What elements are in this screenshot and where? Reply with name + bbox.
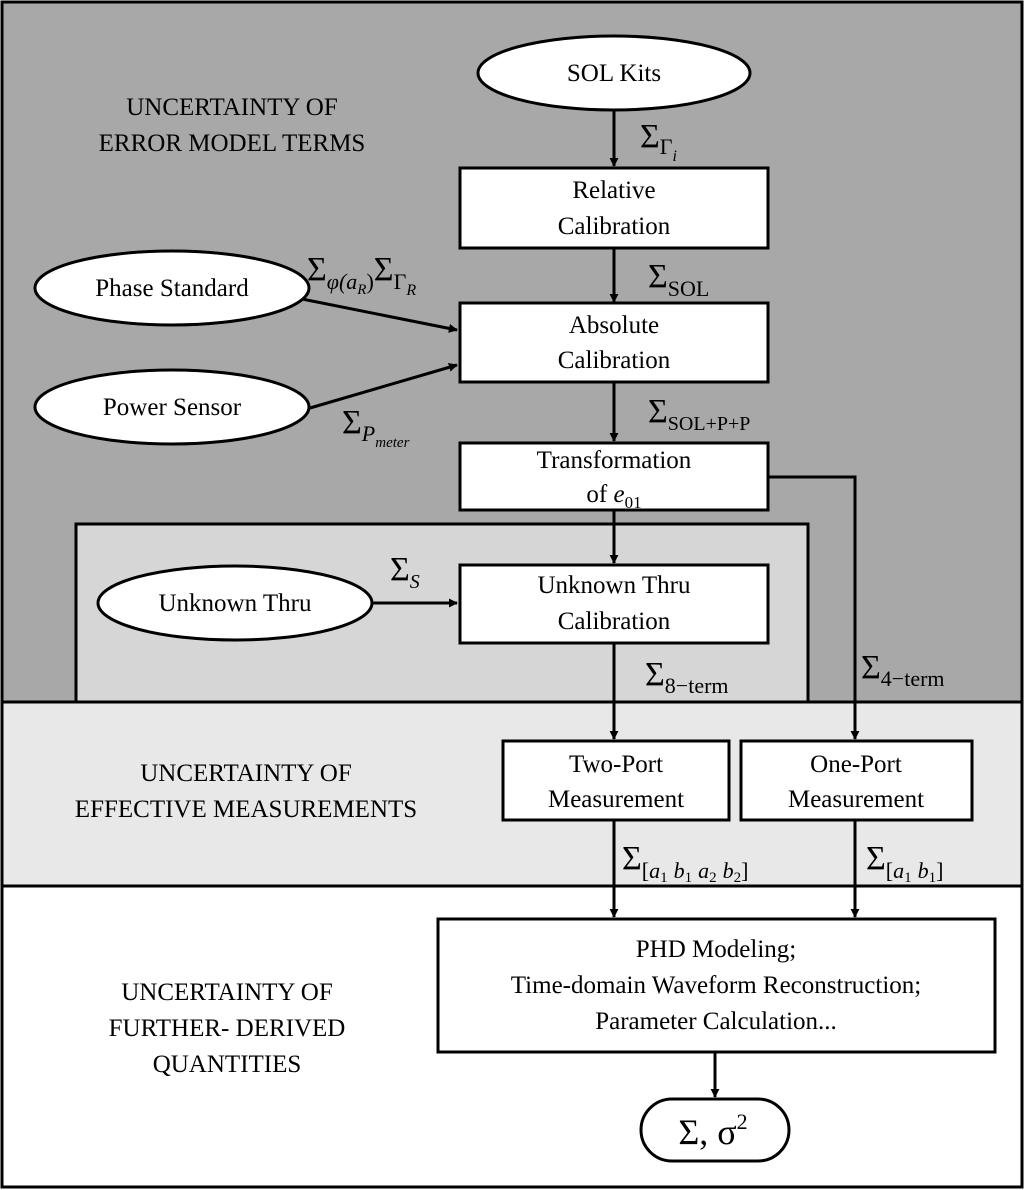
edge-label-8-term: Σ8−term <box>645 656 729 698</box>
source-power-sensor: Power Sensor <box>33 368 311 446</box>
source-phase-standard-label: Phase Standard <box>95 275 249 302</box>
unknown-thru-cal-line2: Calibration <box>558 608 671 635</box>
output-symbol: Σ, σ <box>678 1112 736 1152</box>
phd-line3: Parameter Calculation... <box>595 1008 837 1035</box>
phi-close: ) <box>366 269 373 294</box>
source-unknown-thru: Unknown Thru <box>96 564 374 642</box>
process-relative-calibration: Relative Calibration <box>458 166 770 250</box>
transformation-var: e <box>613 481 624 508</box>
phi-term: φ(a <box>327 269 358 294</box>
gamma-sub: i <box>673 148 677 165</box>
sigma-symbol: Σ <box>648 258 668 295</box>
two-port-line1: Two-Port <box>569 751 663 778</box>
bracket-close: ] <box>741 858 748 883</box>
sol-sub: SOL <box>668 276 710 301</box>
phi-sub: R <box>356 282 366 298</box>
process-transformation: Transformation of e01 <box>458 441 770 512</box>
relative-calibration-line1: Relative <box>572 177 655 204</box>
region-label-effective-line2: EFFECTIVE MEASUREMENTS <box>75 796 417 823</box>
source-sol-kits: SOL Kits <box>476 34 752 112</box>
wave-a1-sub: 1 <box>904 870 912 886</box>
unknown-thru-cal-line1: Unknown Thru <box>537 572 691 599</box>
one-port-line1: One-Port <box>810 751 902 778</box>
wave-b1-sub: 1 <box>685 870 693 886</box>
sigma-symbol: Σ <box>861 649 881 686</box>
wave-a1: a <box>649 858 660 883</box>
sigma-symbol: Σ <box>640 118 660 155</box>
s-sub: S <box>410 571 420 593</box>
transformation-prefix: of <box>586 481 613 508</box>
eight-term-sub: 8−term <box>665 673 729 698</box>
relative-calibration-line2: Calibration <box>558 213 671 240</box>
wave-b2-sub: 2 <box>734 870 742 886</box>
edge-label-pmeter: ΣPmeter <box>342 404 410 451</box>
bracket-open: [ <box>886 858 893 883</box>
sigma-symbol: Σ <box>648 393 668 430</box>
wave-b1: b <box>674 858 685 883</box>
wave-b1-sub: 1 <box>929 870 937 886</box>
region-label-derived-line3: QUANTITIES <box>153 1051 302 1078</box>
bracket-close: ] <box>936 858 943 883</box>
source-unknown-thru-label: Unknown Thru <box>158 590 312 617</box>
transformation-sub: 01 <box>625 493 642 512</box>
sigma-symbol: Σ <box>866 840 886 877</box>
source-power-sensor-label: Power Sensor <box>103 394 242 421</box>
one-port-line2: Measurement <box>788 786 924 813</box>
source-sol-kits-label: SOL Kits <box>567 60 661 87</box>
pmeter-p: P <box>361 421 375 446</box>
transformation-line1: Transformation <box>537 447 692 474</box>
phd-line1: PHD Modeling; <box>636 936 796 963</box>
pmeter-sub: meter <box>375 435 409 451</box>
gamma-symbol: Γ <box>660 134 673 159</box>
region-label-error-model-line2: ERROR MODEL TERMS <box>99 130 366 157</box>
output-label: Σ, σ2 <box>678 1109 747 1152</box>
wave-a1: a <box>893 858 904 883</box>
gamma-r: Γ <box>394 269 407 294</box>
region-label-effective-line1: UNCERTAINTY OF <box>140 760 352 787</box>
edge-label-4-term: Σ4−term <box>861 649 945 691</box>
four-term-sub: 4−term <box>881 666 945 691</box>
sol-pp-sub: SOL+P+P <box>668 413 751 435</box>
arrow-power-to-absolute <box>309 362 458 410</box>
region-label-derived-line1: UNCERTAINTY OF <box>121 979 333 1006</box>
sigma-symbol: Σ <box>342 404 362 441</box>
edge-label-phase: Σφ(aR)ΣΓR <box>307 251 416 299</box>
arrow-transformation-to-one-port <box>768 475 860 740</box>
wave-a2: a <box>698 858 709 883</box>
two-port-line2: Measurement <box>548 786 684 813</box>
wave-b2: b <box>723 858 734 883</box>
edge-label-s: ΣS <box>390 551 420 593</box>
edge-label-sol: ΣSOL <box>648 258 709 301</box>
absolute-calibration-line1: Absolute <box>569 312 659 339</box>
sigma-symbol-2: Σ <box>374 251 394 288</box>
region-label-derived-line2: FURTHER- DERIVED <box>109 1015 346 1042</box>
absolute-calibration-line2: Calibration <box>558 347 671 374</box>
wave-a2-sub: 2 <box>709 870 717 886</box>
sigma-symbol: Σ <box>622 840 642 877</box>
edge-label-sol-pp: ΣSOL+P+P <box>648 393 750 435</box>
transformation-line2: of e01 <box>586 481 641 512</box>
sigma-symbol: Σ <box>390 551 410 588</box>
wave-b1: b <box>918 858 929 883</box>
gamma-r-sub: R <box>405 282 416 299</box>
sigma-symbol: Σ <box>645 656 665 693</box>
wave-a1-sub: 1 <box>660 870 668 886</box>
sigma-symbol: Σ <box>307 251 327 288</box>
region-label-error-model-line1: UNCERTAINTY OF <box>126 94 338 121</box>
process-two-port-measurement: Two-Port Measurement <box>501 739 731 822</box>
source-phase-standard: Phase Standard <box>33 249 311 327</box>
process-one-port-measurement: One-Port Measurement <box>739 739 974 822</box>
output-exponent: 2 <box>737 1109 748 1134</box>
process-absolute-calibration: Absolute Calibration <box>458 301 770 384</box>
phd-line2: Time-domain Waveform Reconstruction; <box>511 972 921 999</box>
process-unknown-thru-calibration: Unknown Thru Calibration <box>458 563 770 645</box>
arrow-phase-to-absolute <box>301 297 458 333</box>
process-phd-modeling: PHD Modeling; Time-domain Waveform Recon… <box>436 917 997 1054</box>
edge-label-gamma-i: ΣΓi <box>640 118 677 165</box>
output-terminal: Σ, σ2 <box>639 1097 791 1163</box>
bracket-open: [ <box>642 858 649 883</box>
